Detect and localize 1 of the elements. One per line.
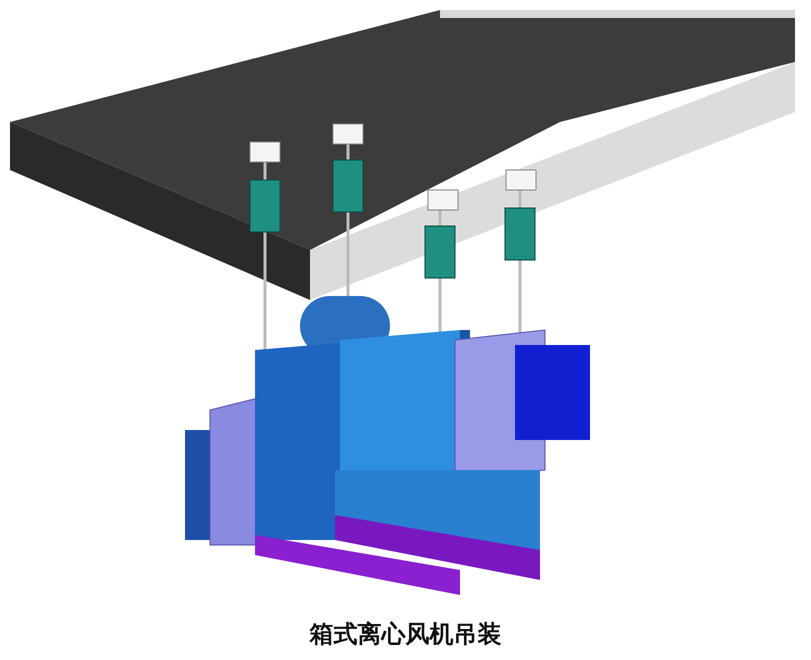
caption: 箱式离心风机吊装 <box>310 620 502 648</box>
